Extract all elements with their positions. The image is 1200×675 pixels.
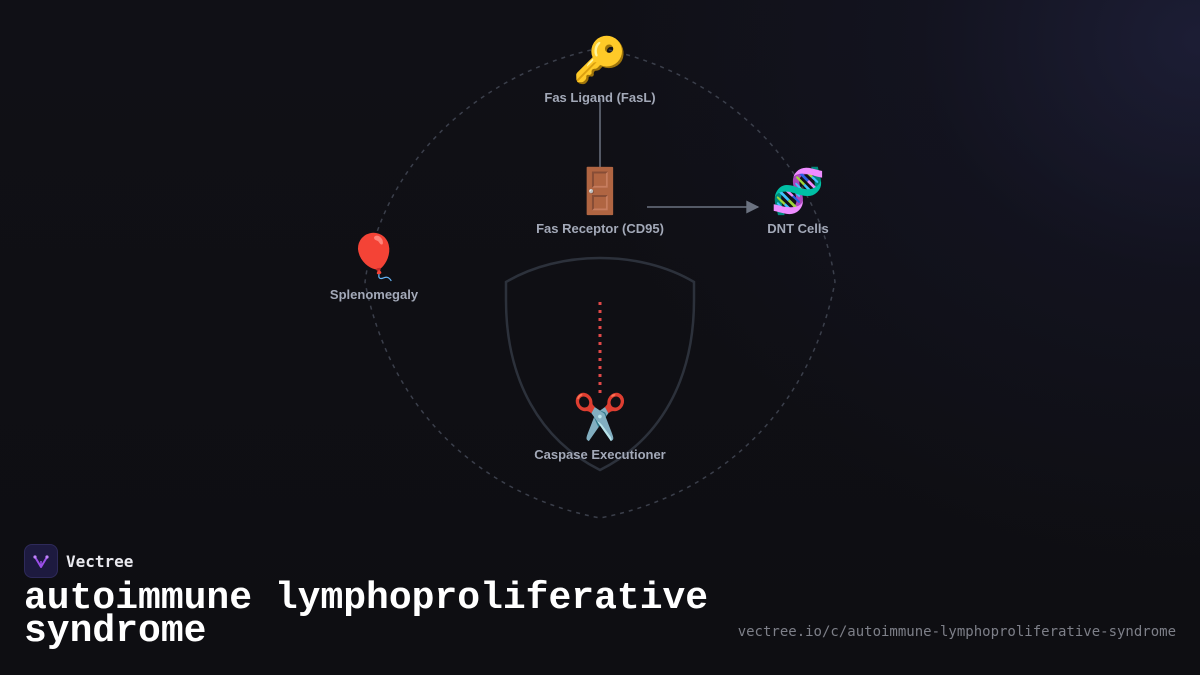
node-label: Fas Receptor (CD95) — [536, 221, 664, 236]
brand[interactable]: Vectree — [24, 544, 133, 578]
node-label: Caspase Executioner — [534, 447, 666, 462]
brand-name: Vectree — [66, 551, 134, 571]
node-label: DNT Cells — [767, 221, 829, 236]
node-fas-ligand[interactable]: 🔑 Fas Ligand (FasL) — [500, 35, 700, 106]
balloon-icon: 🎈 — [346, 232, 402, 283]
shield-shape — [504, 256, 696, 472]
node-label: Fas Ligand (FasL) — [544, 90, 656, 105]
door-icon: 🚪 — [572, 166, 628, 217]
page-title: autoimmune lymphoproliferative syndrome — [24, 577, 709, 653]
key-icon: 🔑 — [572, 35, 628, 86]
scissors-icon: ✂️ — [572, 392, 628, 443]
node-splenomegaly[interactable]: 🎈 Splenomegaly — [274, 232, 474, 303]
node-dnt-cells[interactable]: 🧬 DNT Cells — [698, 166, 898, 237]
node-label: Splenomegaly — [329, 287, 419, 302]
dna-icon: 🧬 — [770, 166, 826, 217]
node-caspase[interactable]: ✂️ Caspase Executioner — [500, 392, 700, 463]
page-url[interactable]: vectree.io/c/autoimmune-lymphoproliferat… — [737, 624, 1176, 640]
vectree-logo-icon — [24, 544, 58, 578]
node-fas-receptor[interactable]: 🚪 Fas Receptor (CD95) — [500, 166, 700, 237]
